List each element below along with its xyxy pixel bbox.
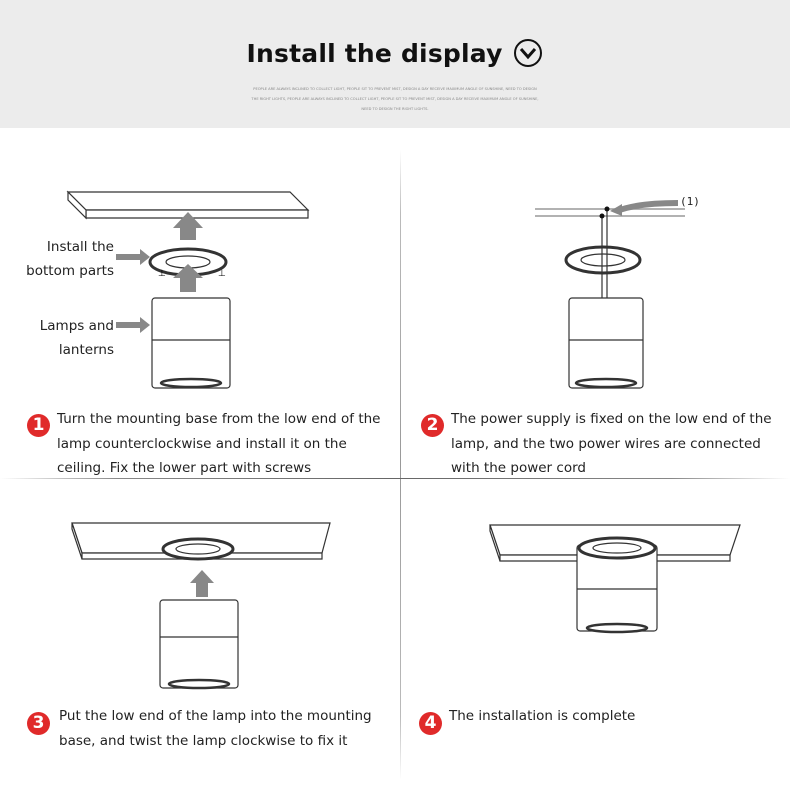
svg-text:⊥: ⊥	[158, 269, 166, 279]
label-wire-1: (1)	[680, 195, 700, 208]
step-2-text: The power supply is fixed on the low end…	[451, 411, 772, 476]
step-badge: 3	[27, 712, 50, 735]
step-badge: 1	[27, 414, 50, 437]
label-lamps-and-lanterns: Lamps and lanterns	[39, 318, 114, 358]
step-2-diagram	[535, 200, 685, 389]
svg-text:⊥: ⊥	[218, 269, 226, 279]
title-text: Install the display	[246, 39, 503, 68]
label-install-bottom-parts: Install the bottom parts	[26, 239, 114, 279]
step-badge: 2	[421, 414, 444, 437]
vertical-divider	[400, 150, 401, 780]
step-3-diagram	[71, 522, 331, 690]
step-badge: 4	[419, 712, 442, 735]
step-3-text: Put the low end of the lamp into the mou…	[59, 708, 372, 749]
page-title: Install the display	[0, 38, 790, 68]
step-4-text: The installation is complete	[449, 708, 636, 724]
horizontal-divider	[0, 478, 790, 479]
step-4-diagram	[489, 524, 741, 634]
circle-chevron-down-icon	[514, 39, 543, 67]
step-1-text: Turn the mounting base from the low end …	[57, 411, 381, 476]
step-1-diagram: ⊥⊥	[66, 190, 310, 389]
header-banner: Install the display People are always in…	[0, 0, 790, 128]
subtitle: People are always inclined to collect li…	[251, 87, 539, 111]
arrow-icon	[614, 200, 678, 213]
